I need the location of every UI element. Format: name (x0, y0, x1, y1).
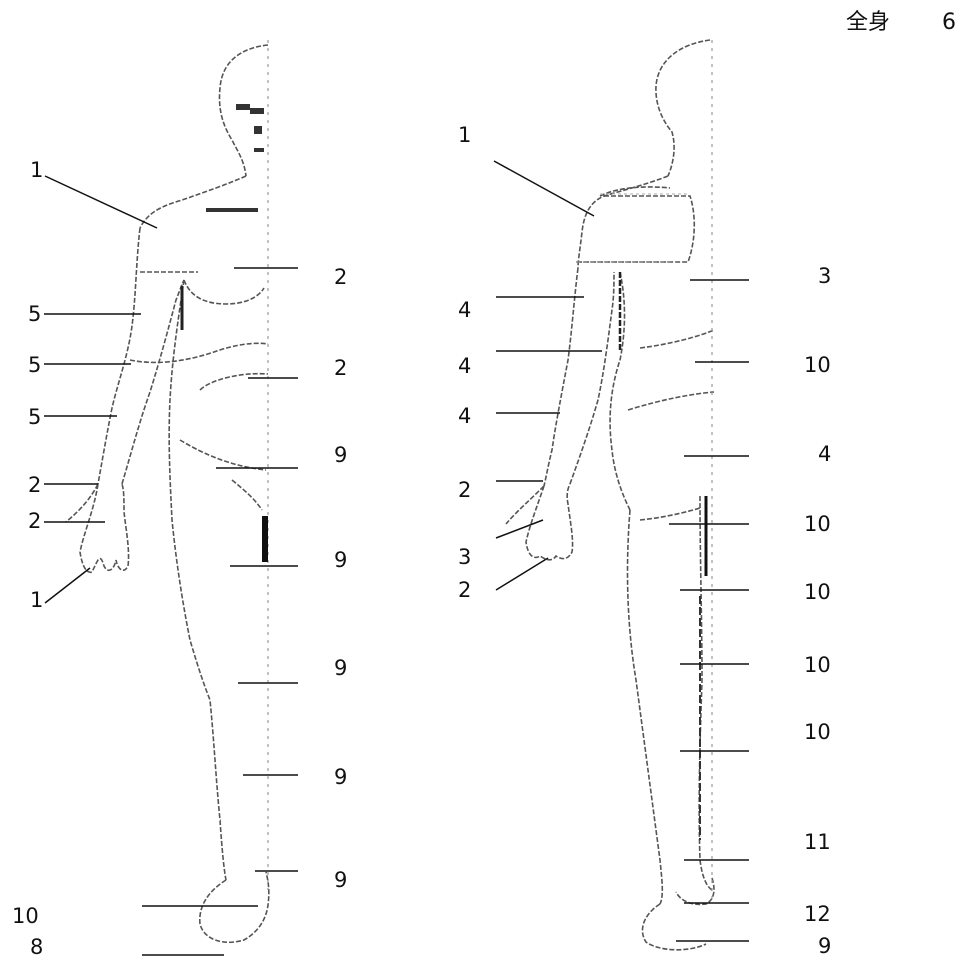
front-face-marks (206, 104, 264, 212)
side-left-label: 3 (458, 547, 471, 568)
front-right-label: 9 (334, 658, 347, 679)
side-left-leaders (494, 161, 602, 590)
side-right-label: 10 (804, 582, 831, 603)
side-left-label: 1 (458, 125, 471, 146)
side-right-label: 10 (804, 514, 831, 535)
front-left-label: 10 (12, 906, 39, 927)
side-left-label: 2 (458, 480, 471, 501)
side-body-outline (506, 40, 714, 950)
side-right-label: 3 (818, 266, 831, 287)
page-number: 6 (942, 12, 956, 34)
front-body-outline (66, 45, 269, 942)
page-title: 全身 (846, 12, 890, 34)
front-right-leaders (216, 268, 298, 871)
front-right-label: 2 (334, 358, 347, 379)
front-left-label: 2 (28, 475, 41, 496)
side-left-label: 2 (458, 580, 471, 601)
front-right-label: 9 (334, 550, 347, 571)
front-right-label: 2 (334, 267, 347, 288)
front-left-label: 1 (30, 160, 43, 181)
front-left-label: 5 (28, 407, 41, 428)
side-right-label: 10 (804, 655, 831, 676)
front-left-label: 8 (30, 937, 43, 958)
side-right-leaders (669, 280, 749, 941)
front-left-label: 5 (28, 304, 41, 325)
front-right-label: 9 (334, 870, 347, 891)
front-right-label: 9 (334, 445, 347, 466)
side-left-label: 4 (458, 356, 471, 377)
side-right-label: 11 (804, 832, 831, 853)
side-right-label: 9 (818, 936, 831, 957)
front-left-label: 1 (30, 590, 43, 611)
side-right-label: 10 (804, 355, 831, 376)
side-right-label: 10 (804, 722, 831, 743)
side-left-label: 4 (458, 300, 471, 321)
front-left-leaders (44, 176, 258, 955)
side-left-label: 4 (458, 406, 471, 427)
front-right-label: 9 (334, 767, 347, 788)
front-left-label: 5 (28, 355, 41, 376)
side-right-label: 12 (804, 904, 831, 925)
front-left-label: 2 (28, 511, 41, 532)
front-midline-thick-segment (262, 516, 268, 562)
side-right-label: 4 (818, 444, 831, 465)
